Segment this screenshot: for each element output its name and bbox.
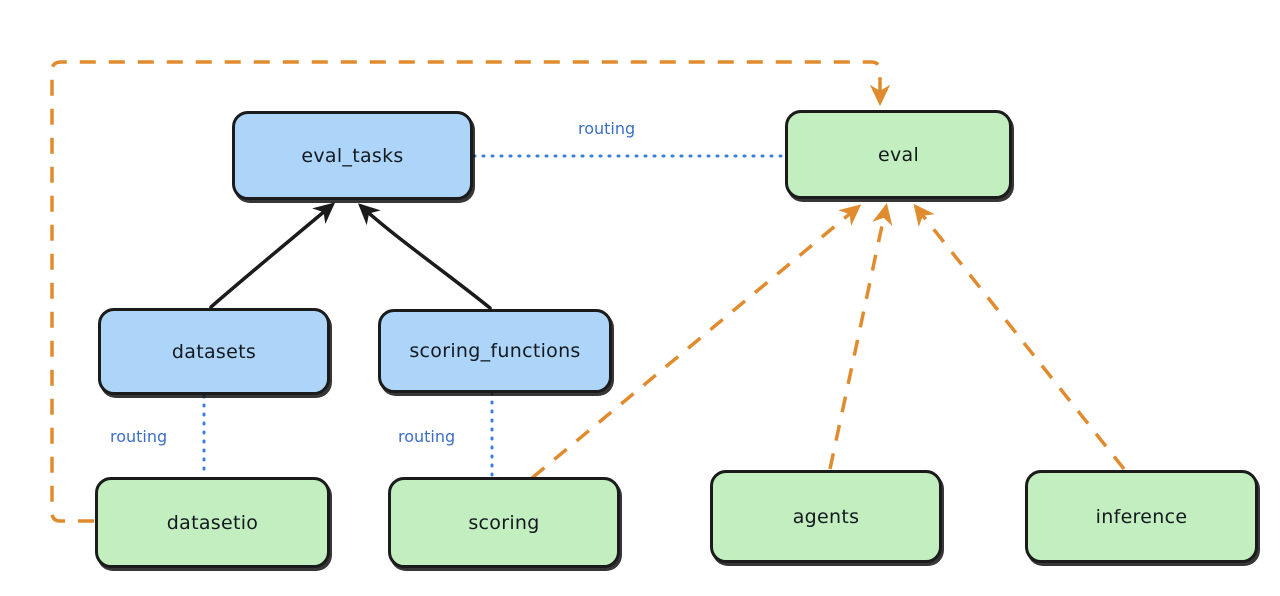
- edge-label-routing-datasets-datasetio: routing: [110, 427, 168, 446]
- node-eval[interactable]: eval: [785, 110, 1012, 199]
- edge-label-routing-eval-tasks-eval: routing: [578, 119, 636, 138]
- edge-scoring-functions-eval-tasks: [358, 203, 492, 310]
- edge-agents-eval: [828, 203, 893, 470]
- node-eval-tasks[interactable]: eval_tasks: [232, 111, 473, 200]
- edge-inference-eval: [913, 203, 1126, 471]
- node-agents[interactable]: agents: [710, 470, 942, 563]
- node-datasetio[interactable]: datasetio: [95, 477, 330, 568]
- node-scoring-functions[interactable]: scoring_functions: [378, 309, 612, 393]
- node-inference[interactable]: inference: [1025, 470, 1258, 563]
- node-label: datasetio: [166, 511, 259, 534]
- node-label: scoring: [468, 511, 540, 534]
- node-label: inference: [1095, 505, 1188, 528]
- edge-datasets-eval-tasks: [209, 202, 336, 309]
- edge-label-routing-scoring-functions-scoring: routing: [398, 427, 456, 446]
- node-label: eval: [877, 143, 920, 166]
- edge-scoring-eval: [530, 204, 862, 480]
- node-scoring[interactable]: scoring: [388, 477, 620, 568]
- edge-datasetio-eval: [50, 60, 891, 523]
- node-label: scoring_functions: [409, 340, 581, 362]
- node-label: datasets: [171, 340, 257, 363]
- node-label: agents: [792, 505, 860, 528]
- node-label: eval_tasks: [301, 144, 404, 167]
- node-datasets[interactable]: datasets: [98, 308, 330, 395]
